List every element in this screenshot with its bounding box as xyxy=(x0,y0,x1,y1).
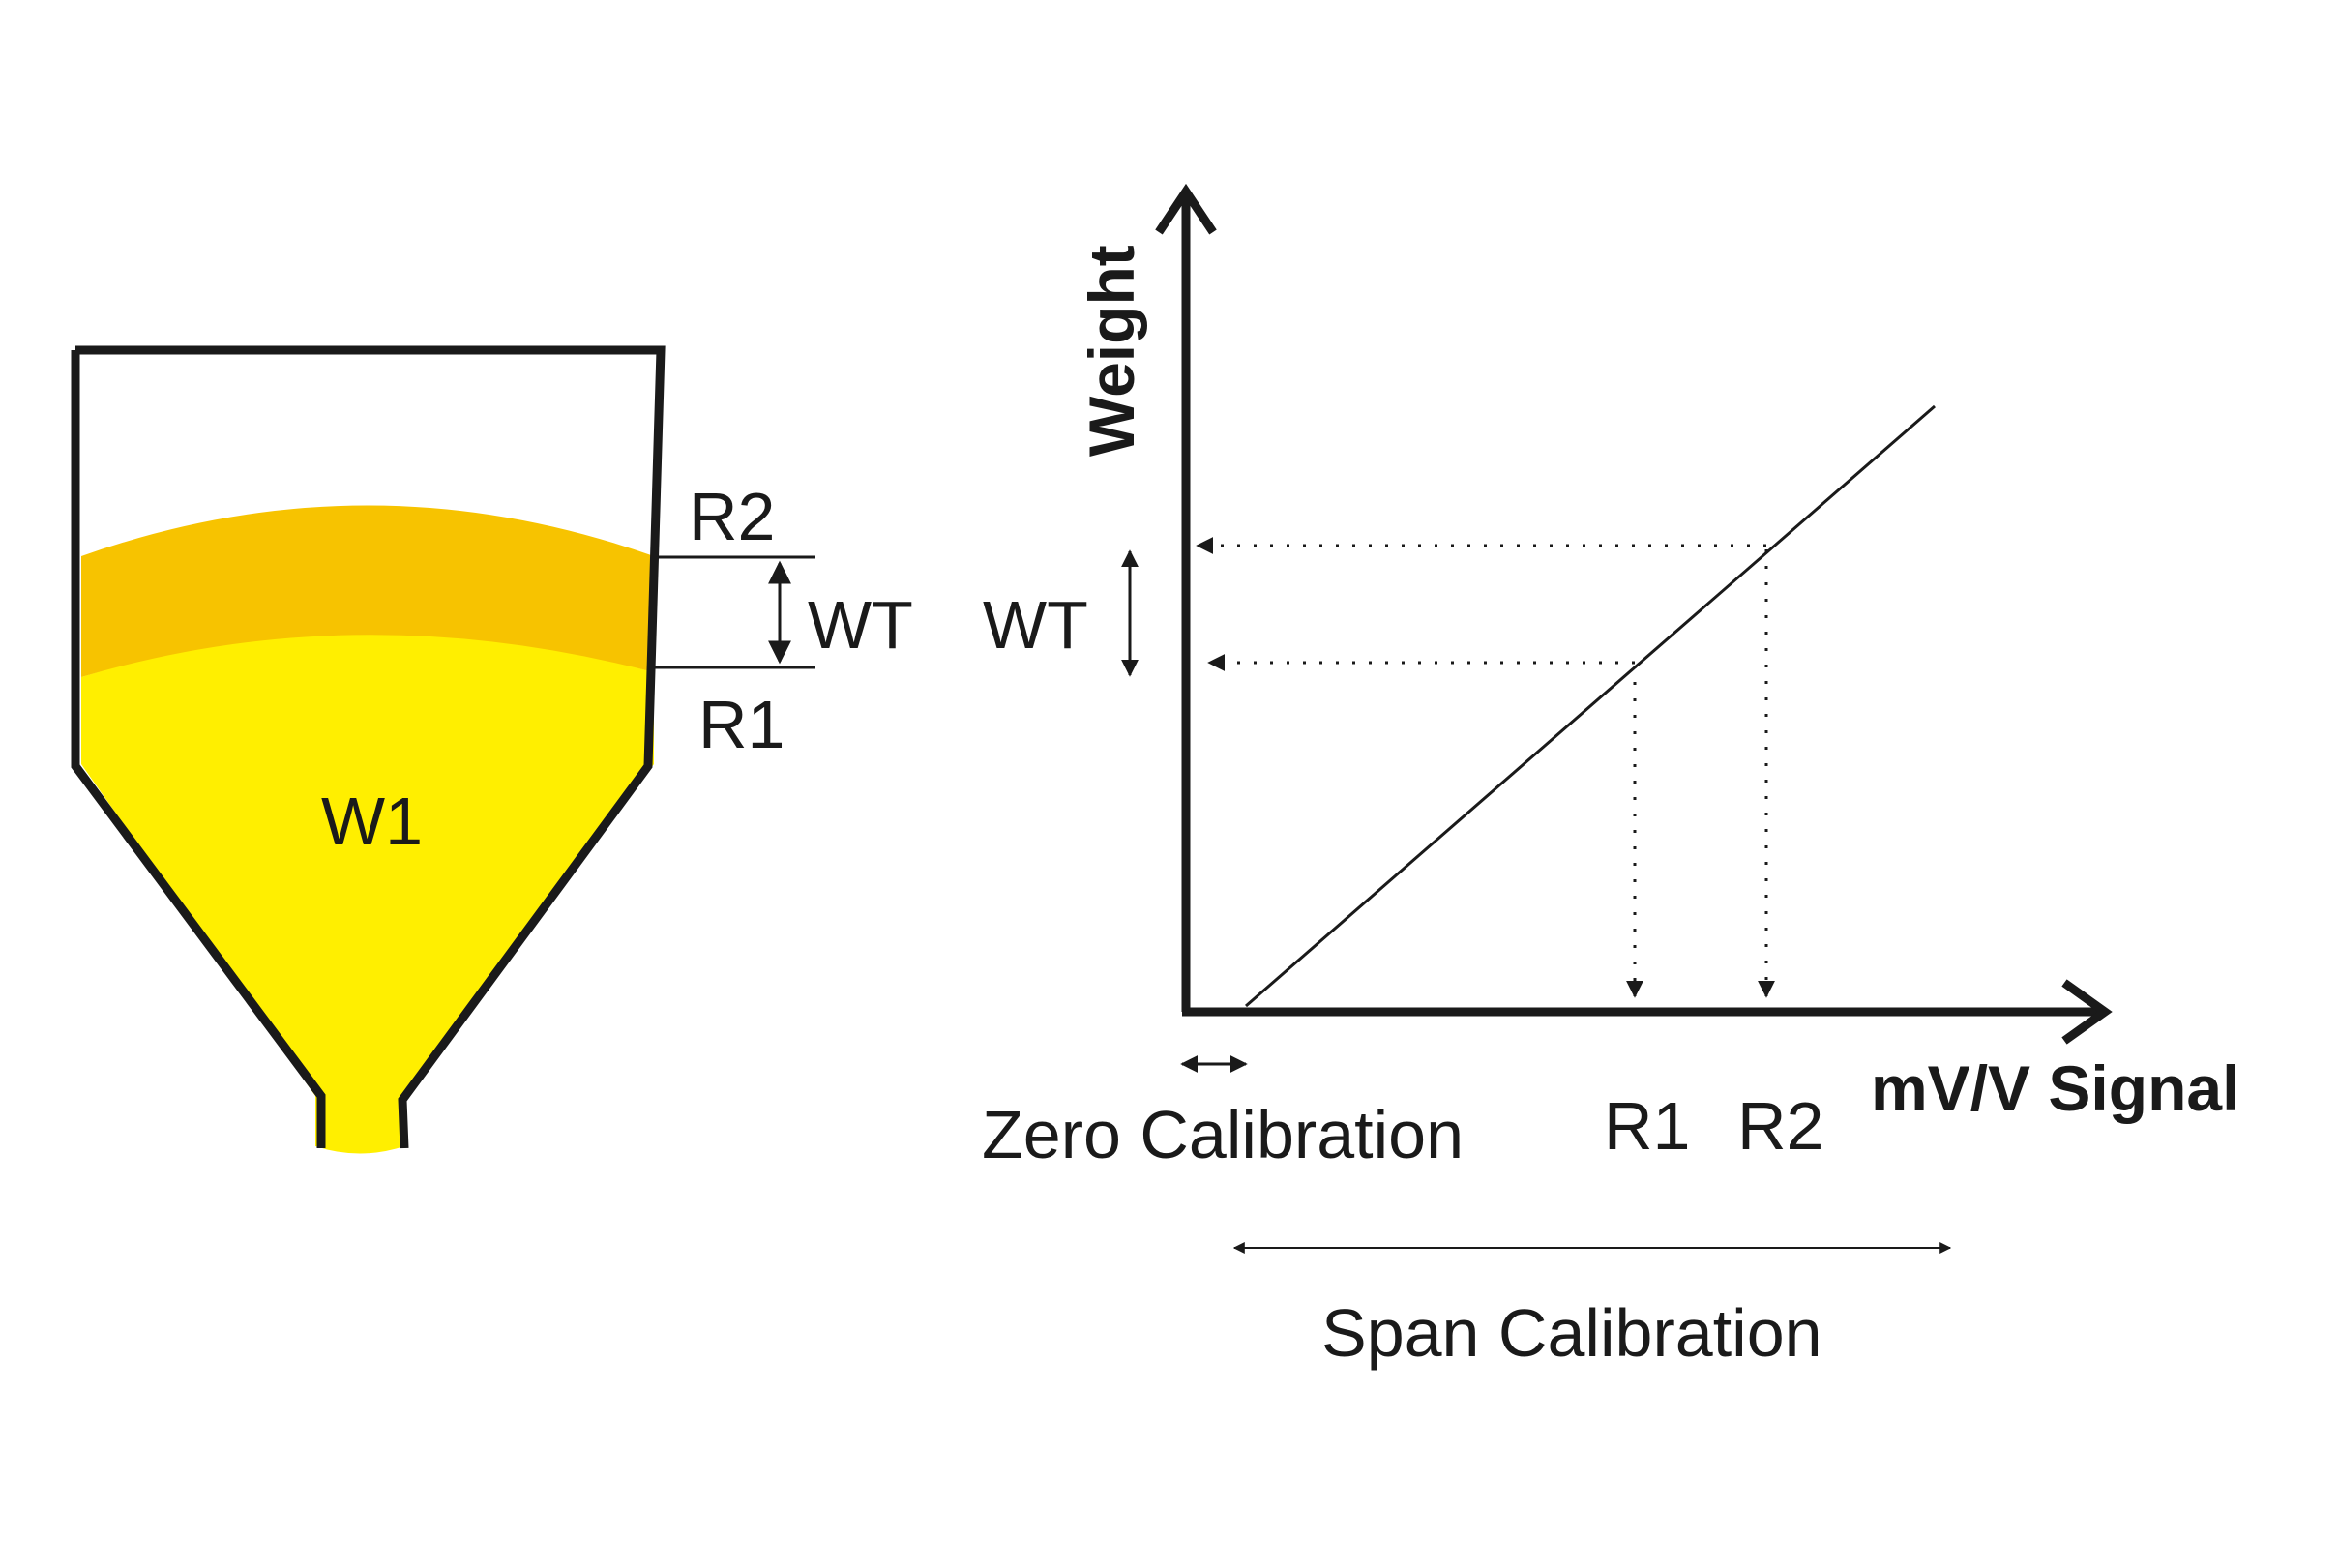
hopper-r1-label: R1 xyxy=(698,687,785,762)
hopper-material xyxy=(81,632,654,1154)
hopper-w1-label: W1 xyxy=(321,784,423,859)
x-mark-r1: R1 xyxy=(1604,1088,1690,1164)
hopper-wt-label: WT xyxy=(808,587,913,663)
y-axis-label: Weight xyxy=(1076,245,1147,457)
hopper-level-band xyxy=(81,505,654,677)
hopper-outline-left xyxy=(71,350,326,1148)
y-axis-arrowhead xyxy=(1155,183,1217,235)
span-calibration-label: Span Calibration xyxy=(1321,1295,1822,1371)
zero-calibration-label: Zero Calibration xyxy=(982,1097,1464,1172)
calibration-line xyxy=(1245,404,1936,1008)
hopper-r2-label: R2 xyxy=(689,479,775,554)
hopper: R2 WT R1 W1 xyxy=(71,345,913,1154)
hopper-outline xyxy=(75,345,666,1149)
calibration-graph: WT Weight mV/V Signal R1 R2 Zero Calibra… xyxy=(982,183,2239,1371)
x-mark-r2: R2 xyxy=(1737,1088,1823,1164)
graph-wt-label: WT xyxy=(983,587,1088,663)
x-axis-arrowhead xyxy=(2061,979,2113,1045)
x-axis-label: mV/V Signal xyxy=(1871,1052,2239,1124)
